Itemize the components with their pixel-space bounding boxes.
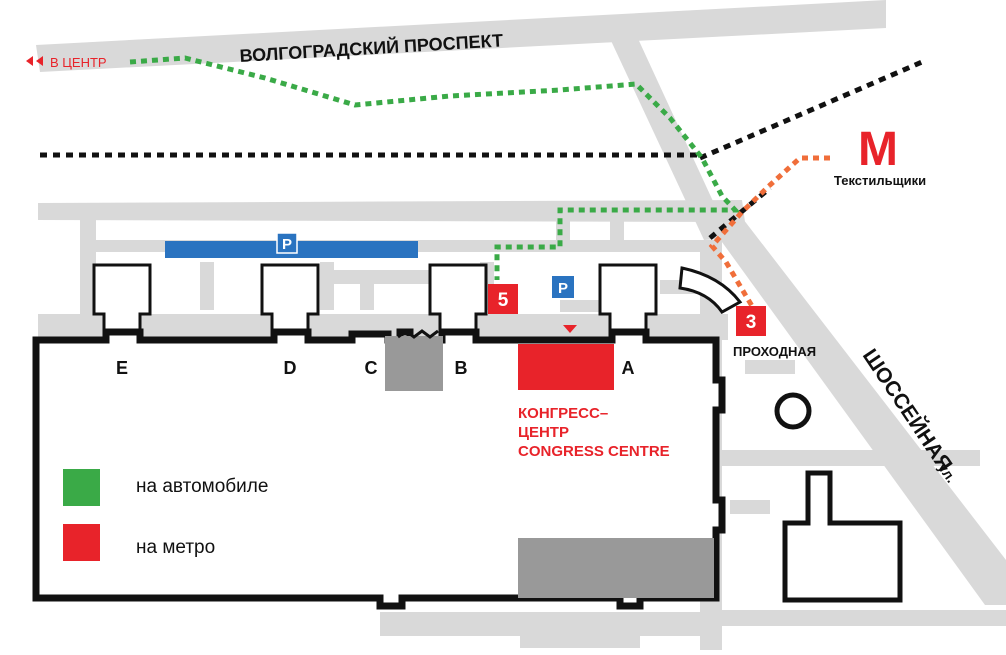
gate-3-marker [736,306,766,336]
metro-station-name: Текстильщики [834,173,926,188]
gate-5-marker [488,284,518,314]
checkpoint-label: ПРОХОДНАЯ [733,344,816,359]
congress-hall-block [518,344,614,390]
congress-label-line1: КОНГРЕСС– [518,405,608,422]
entrance-e: E [116,358,128,378]
arrow-left-icon [26,56,43,66]
legend-metro-label: на метро [136,537,215,558]
direction-to-center: В ЦЕНТР [50,55,107,70]
road-shosseynaya [706,215,1006,605]
building-grey-block-top [385,336,443,391]
gate-3-label: 3 [746,312,757,333]
zigzag-marker [397,329,439,339]
road-connector [606,30,730,240]
entrance-c: C [365,358,378,378]
road-site-mid [495,240,705,252]
legend-car-swatch [63,469,100,506]
gate-5-label: 5 [498,290,509,311]
parking-icon-1 [276,232,298,254]
roundabout [774,392,812,430]
railway-diagonal [699,59,923,161]
road-site-left [80,218,96,318]
congress-entry-marker [563,325,577,333]
parking-icon-1-label: P [282,236,292,253]
congress-label-line2: ЦЕНТР [518,424,569,441]
building-grey-block-bottom [518,538,714,598]
legend-metro-swatch [63,524,100,561]
parking-icon-2 [552,276,574,298]
legend: на автомобиле на метро [63,469,268,561]
entrance-b: B [455,358,468,378]
parking-icon-2-label: P [558,280,568,297]
entrance-a: A [622,358,635,378]
legend-car-label: на автомобиле [136,476,268,497]
road-site-top [38,200,745,222]
metro-logo-icon: М [858,123,898,176]
congress-building [32,328,726,610]
entrance-d: D [284,358,297,378]
building-right [782,470,903,603]
road-volgogradsky [36,0,886,72]
route-metro-line [708,155,830,308]
pavilions [92,263,743,336]
congress-label-line3: CONGRESS CENTRE [518,443,670,460]
route-metro [708,155,830,308]
pavilion-arc [678,266,743,314]
